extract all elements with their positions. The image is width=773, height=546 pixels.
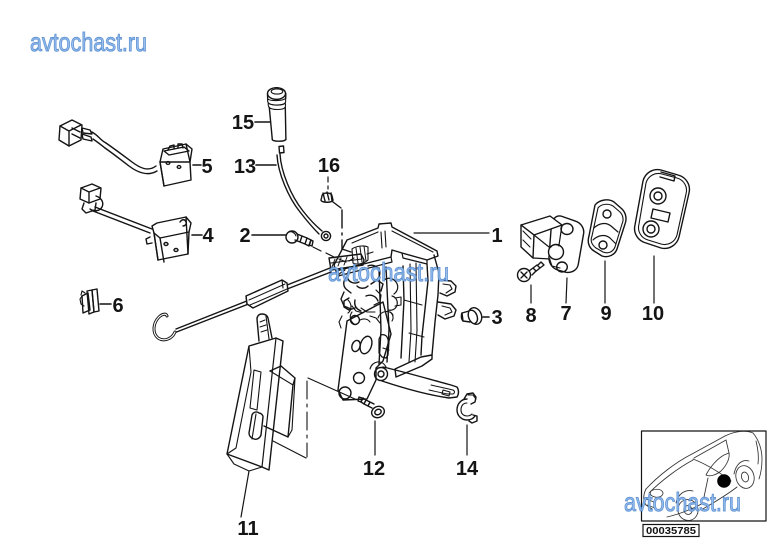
svg-text:6: 6 [112,295,123,317]
svg-text:3: 3 [491,307,502,329]
svg-text:avtochast.ru: avtochast.ru [624,487,741,517]
svg-text:11: 11 [237,518,258,540]
svg-text:avtochast.ru: avtochast.ru [328,257,449,287]
svg-text:5: 5 [201,156,212,178]
svg-text:7: 7 [560,303,571,325]
svg-text:15: 15 [232,112,254,134]
svg-text:4: 4 [202,225,214,247]
svg-text:16: 16 [318,155,340,177]
svg-text:avtochast.ru: avtochast.ru [30,27,147,57]
svg-text:2: 2 [239,225,250,247]
svg-text:10: 10 [642,303,664,325]
svg-text:1: 1 [491,225,502,247]
svg-text:12: 12 [363,458,385,480]
svg-text:14: 14 [456,458,479,480]
svg-text:00035785: 00035785 [646,525,696,537]
svg-text:13: 13 [234,156,256,178]
svg-text:9: 9 [600,303,611,325]
svg-text:8: 8 [525,305,536,327]
